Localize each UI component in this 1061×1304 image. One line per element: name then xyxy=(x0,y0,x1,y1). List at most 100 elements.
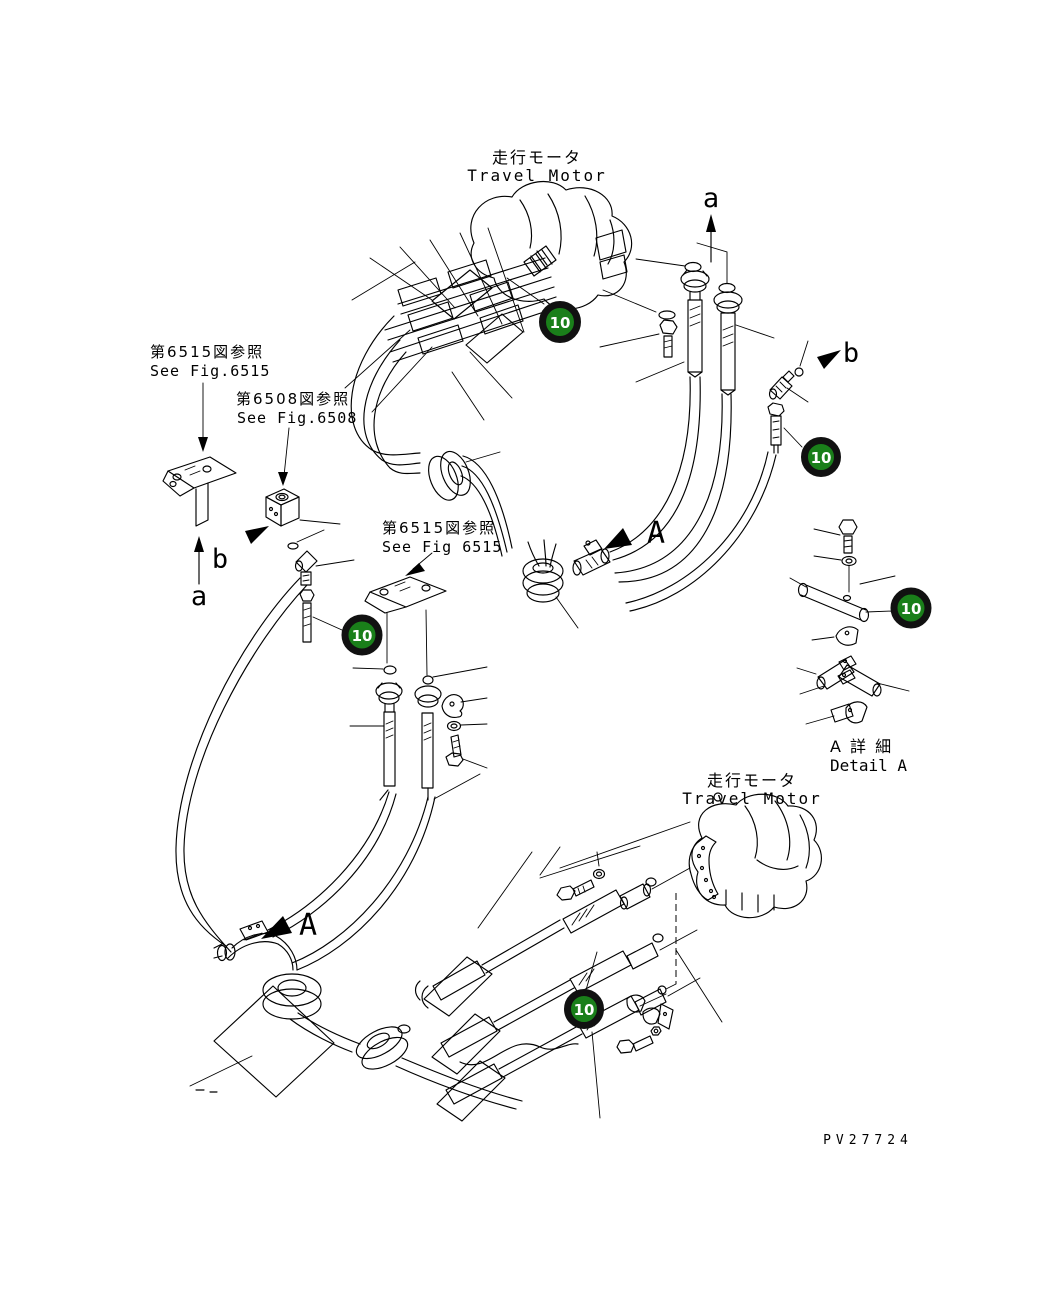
callout-left-bolt[interactable]: 10 xyxy=(341,614,383,656)
motor-spline-shaft xyxy=(523,245,557,277)
top-travel-motor xyxy=(470,180,633,310)
callout-badges: 10 10 10 10 10 xyxy=(341,301,932,1029)
hose-stud-right xyxy=(414,685,442,801)
hex-bolt-left xyxy=(299,589,315,643)
callout-circle[interactable] xyxy=(801,437,841,477)
hex-bolt xyxy=(658,310,678,358)
see-fig-6515-left-en: See Fig.6515 xyxy=(150,362,270,380)
motor-flange xyxy=(688,835,719,901)
up-arrow xyxy=(706,214,716,263)
clamp-saddle xyxy=(835,626,859,646)
callout-circle[interactable] xyxy=(341,614,383,656)
washer xyxy=(287,542,299,550)
hose-run-1 xyxy=(423,867,691,1017)
callout-leader xyxy=(783,427,803,448)
clamp-bottom xyxy=(830,701,868,724)
callout-leader xyxy=(506,277,545,305)
clip-arcs xyxy=(414,980,429,1009)
washer xyxy=(397,1024,411,1034)
washer xyxy=(422,675,434,685)
callout-right-fitting[interactable]: 10 xyxy=(801,437,841,477)
bottom-left-cluster: A xyxy=(189,908,523,1110)
view-a-label: A xyxy=(299,908,317,943)
diagram-labels: 走行モータ Travel Motor 第6515図参照 See Fig.6515… xyxy=(150,148,913,1148)
callout-number: 10 xyxy=(550,314,571,332)
travel-motor-bottom-label-jp: 走行モータ xyxy=(707,771,797,790)
leader-lines xyxy=(477,846,601,1119)
callout-leader xyxy=(312,616,343,631)
straight-fitting xyxy=(767,402,785,454)
hex-bolt-detail xyxy=(838,519,858,554)
ref-b-label: b xyxy=(843,338,859,369)
detail-a-label-jp: A 詳 細 xyxy=(830,737,893,756)
travel-motor-top-label-en: Travel Motor xyxy=(467,166,607,185)
callout-circle[interactable] xyxy=(890,587,932,629)
view-arrow-a-bottom xyxy=(261,916,299,939)
elbow-fitting-left xyxy=(294,550,318,586)
callout-number: 10 xyxy=(352,627,373,645)
down-arrow xyxy=(405,563,425,576)
top-hose-bank xyxy=(344,227,560,421)
hose-stud-left xyxy=(375,682,403,801)
grommet-large xyxy=(262,973,322,1020)
view-arrow-a-center xyxy=(604,528,639,549)
leader-line xyxy=(465,451,501,463)
hex-bolt-down xyxy=(445,734,464,767)
view-arrow-b-left xyxy=(235,526,269,547)
view-arrow-b xyxy=(805,350,841,371)
view-a-label: A xyxy=(647,516,665,551)
detail-a-label-en: Detail A xyxy=(830,756,907,775)
hose-stud-left xyxy=(680,269,710,378)
hose-cross-cylinders xyxy=(816,655,882,697)
ref-a-label: a xyxy=(191,581,207,612)
center-elbow-cluster: A xyxy=(522,516,665,629)
left-bracket-group: a b xyxy=(162,382,355,643)
drawing-code: PV27724 xyxy=(823,1133,913,1148)
detail-a-group: A 詳 細 Detail A xyxy=(789,519,910,775)
ring-washer xyxy=(446,720,462,732)
callout-detail-a-clamp[interactable]: 10 xyxy=(890,587,932,629)
hose-stud-right xyxy=(713,291,743,396)
travel-motor-bottom-label-en: Travel Motor xyxy=(682,789,822,808)
right-j-hoses xyxy=(609,376,777,612)
down-arrow xyxy=(198,437,208,452)
callout-circle[interactable] xyxy=(539,301,581,343)
hose-run-2 xyxy=(431,929,698,1075)
long-hoses-left xyxy=(175,577,436,971)
travel-motor-top-label-jp: 走行モータ xyxy=(492,148,582,167)
see-fig-6515-center-en: See Fig 6515 xyxy=(382,538,502,556)
wire-hose xyxy=(459,1043,579,1066)
up-arrow xyxy=(194,536,204,585)
callout-circle[interactable] xyxy=(564,989,604,1029)
top-hose-curves xyxy=(350,315,513,557)
hose-clamp-elbow xyxy=(572,539,611,576)
clamp-halves xyxy=(626,994,674,1030)
ref-b-label: b xyxy=(212,544,228,575)
see-fig-6515-left-jp: 第6515図参照 xyxy=(150,343,264,361)
center-bracket-group xyxy=(349,552,488,801)
mount-bracket xyxy=(162,456,237,527)
washer xyxy=(645,877,657,887)
callout-number: 10 xyxy=(811,449,832,467)
leader-line xyxy=(555,596,579,629)
clamp-bar xyxy=(797,582,870,623)
ref-a-label: a xyxy=(703,183,719,214)
callout-number: 10 xyxy=(901,600,922,618)
callout-bottom-hose[interactable]: 10 xyxy=(564,989,604,1029)
grommet-tilted xyxy=(355,1026,409,1070)
leader-lines xyxy=(344,227,525,421)
callout-top-motor-hoses[interactable]: 10 xyxy=(539,301,581,343)
lift-eye xyxy=(713,792,723,802)
see-fig-6508-jp: 第6508図参照 xyxy=(236,390,350,408)
manifold-block xyxy=(265,488,300,527)
hex-bolt-diag xyxy=(556,879,595,901)
washer xyxy=(657,985,667,995)
mount-bracket-center xyxy=(364,576,447,614)
callout-number: 10 xyxy=(574,1001,595,1019)
washer xyxy=(794,367,804,377)
see-fig-6508-en: See Fig.6508 xyxy=(237,409,357,427)
ring-washer xyxy=(592,868,606,880)
bottom-travel-motor xyxy=(539,792,822,919)
